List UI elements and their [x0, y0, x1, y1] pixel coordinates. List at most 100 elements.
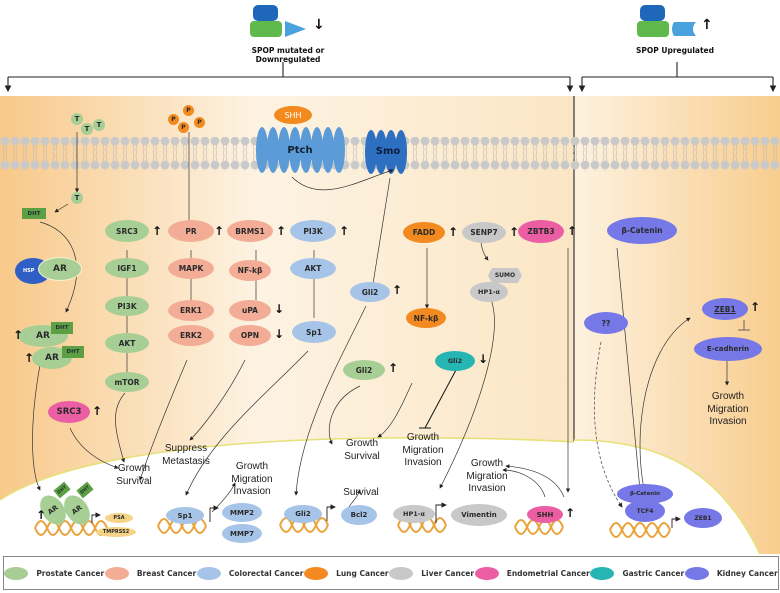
- smo-label: Smo: [375, 146, 401, 157]
- up-arrow-icon: ↑: [509, 225, 520, 239]
- vimentin-node: Vimentin: [451, 504, 507, 526]
- mmp2-node: MMP2: [222, 503, 262, 522]
- legend-swatch: [474, 566, 499, 580]
- bcl2-node: Bcl2: [341, 505, 377, 525]
- legend-label: Liver Cancer: [421, 568, 475, 578]
- progesterone-ligand: P: [178, 122, 189, 133]
- legend-swatch: [389, 566, 414, 580]
- upa-node: uPA: [229, 300, 271, 321]
- legend-label: Prostate Cancer: [36, 568, 105, 578]
- legend-item-colorectal: Colorectal Cancer: [196, 566, 303, 580]
- nuclear-beta-catenin-node: β-Catenin: [617, 484, 673, 504]
- akt-colorectal-node: AKT: [290, 258, 336, 279]
- shh-gene-node: SHH: [527, 506, 563, 523]
- ptch-label: Ptch: [287, 145, 313, 156]
- psa-gene: PSA: [105, 513, 133, 523]
- legend: Prostate Cancer Breast Cancer Colorectal…: [3, 556, 779, 590]
- down-arrow-icon: ↓: [478, 352, 489, 366]
- unknown-factor-node: ??: [584, 312, 628, 334]
- akt-node: AKT: [105, 333, 149, 353]
- legend-label: Endometrial Cancer: [506, 568, 590, 578]
- liver-outcome-text: Growth Migration Invasion: [466, 458, 508, 494]
- up-arrow-icon: ↑: [392, 283, 403, 297]
- sumo-tag: SUMO: [488, 268, 522, 283]
- legend-swatch: [304, 566, 329, 580]
- nuclear-hp1a-node: HP1-α: [393, 505, 435, 523]
- up-arrow-icon: ↑: [24, 351, 35, 365]
- up-arrow-icon: ↑: [448, 225, 459, 239]
- spop-glyph-right: [637, 5, 696, 37]
- up-arrow-icon: ↑: [567, 224, 578, 238]
- nfkb-lung-node: NF-kβ: [406, 308, 446, 328]
- up-arrow-icon: ↑: [750, 300, 761, 314]
- mapk-node: MAPK: [168, 258, 214, 279]
- e-cadherin-node: E-cadherin: [694, 337, 762, 361]
- colorectal-sp1-outcome-text: Growth Migration Invasion: [231, 461, 273, 497]
- testosterone-ligand: T: [93, 119, 105, 131]
- src3-node: SRC3: [105, 220, 149, 242]
- zbtb3-node: ZBTB3: [518, 220, 564, 243]
- legend-label: Lung Cancer: [336, 568, 389, 578]
- header-brackets: [4, 62, 777, 93]
- dht-bound-box: DHT: [51, 322, 73, 334]
- brms1-node: BRMS1: [227, 220, 273, 242]
- igf1-node: IGF1: [105, 258, 149, 278]
- up-arrow-icon: ↑: [339, 224, 350, 238]
- erk1-node: ERK1: [168, 300, 214, 321]
- up-arrow-icon: ↑: [92, 404, 103, 418]
- prostate-outcome-text: Growth Survival: [116, 463, 152, 487]
- zeb1-node: ZEB1: [702, 298, 748, 320]
- legend-swatch: [196, 566, 221, 580]
- promoter-arrows: [91, 502, 681, 528]
- opn-node: OPN: [229, 325, 271, 346]
- ptch-receptor: [256, 127, 345, 173]
- mtor-node: mTOR: [105, 372, 149, 392]
- testosterone-internal: T: [71, 192, 83, 204]
- dht-box: DHT: [22, 208, 46, 219]
- legend-label: Kidney Cancer: [716, 568, 778, 578]
- nfkb-breast-node: NF-kβ: [229, 260, 271, 281]
- pr-node: PR: [168, 220, 214, 242]
- legend-swatch: [684, 566, 709, 580]
- src3-endometrial-node: SRC3: [48, 401, 90, 423]
- smo-receptor: [365, 130, 407, 174]
- up-arrow-icon: ↑: [13, 328, 24, 342]
- progesterone-ligand: P: [168, 114, 179, 125]
- beta-catenin-node: β-Catenin: [607, 217, 677, 244]
- nuclear-gli2-node: Gli2: [284, 505, 322, 523]
- spop-glyph-left: [250, 5, 306, 37]
- nucleus-left: [0, 437, 574, 554]
- down-arrow-icon: ↓: [274, 302, 285, 316]
- up-arrow-icon: ↑: [36, 508, 47, 522]
- legend-item-lung: Lung Cancer: [304, 566, 389, 580]
- spop-down-arrow: ↓: [313, 17, 325, 33]
- fadd-node: FADD: [403, 222, 445, 243]
- legend-swatch: [104, 566, 129, 580]
- testosterone-ligand: T: [81, 123, 93, 135]
- gastric-outcome-text: Growth Migration Invasion: [402, 432, 444, 468]
- legend-item-liver: Liver Cancer: [389, 566, 475, 580]
- up-arrow-icon: ↑: [388, 361, 399, 375]
- kidney-outcome-text: Growth Migration Invasion: [707, 391, 749, 427]
- sp1-node: Sp1: [292, 321, 336, 343]
- nuclear-zeb1-node: ZEB1: [684, 508, 722, 528]
- legend-label: Gastric Cancer: [622, 568, 685, 578]
- erk2-node: ERK2: [168, 325, 214, 346]
- legend-item-endometrial: Endometrial Cancer: [474, 566, 590, 580]
- legend-swatch: [590, 566, 615, 580]
- dht-bound-box: DHT: [62, 346, 84, 358]
- tcf4-node: TCF4: [625, 500, 665, 522]
- legend-item-breast: Breast Cancer: [104, 566, 197, 580]
- spop-upregulated-title: SPOP Upregulated: [635, 46, 714, 55]
- ar-node: AR: [38, 257, 82, 281]
- nuclear-sp1-node: Sp1: [166, 507, 204, 524]
- legend-item-gastric: Gastric Cancer: [590, 566, 685, 580]
- gli2-prostate-node: Gli2: [343, 360, 385, 380]
- tmprss2-gene: TMPRSS2: [96, 527, 136, 537]
- breast-outcome-text: Suppress Metastasis: [162, 443, 210, 467]
- legend-label: Breast Cancer: [136, 568, 197, 578]
- legend-swatch: [4, 566, 29, 580]
- legend-item-kidney: Kidney Cancer: [684, 566, 778, 580]
